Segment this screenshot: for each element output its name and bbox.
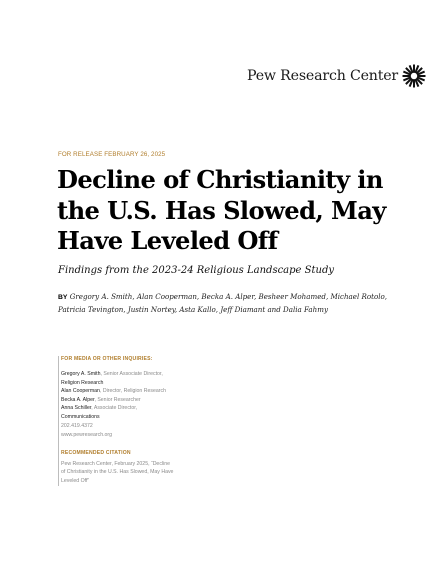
contact-name: Gregory A. Smith (61, 371, 101, 377)
contact-item: Gregory A. Smith, Senior Associate Direc… (61, 370, 194, 379)
logo-text: Pew Research Center (247, 68, 399, 84)
starburst-ray (403, 70, 412, 76)
title-line-1: Decline of Christianity in (57, 165, 383, 194)
starburst-ray (405, 77, 413, 85)
contact-name: Alan Cooperman (61, 388, 100, 395)
citation-text: Pew Research Center, February 2025, “Dec… (61, 460, 194, 486)
authors-line-1: Gregory A. Smith, Alan Cooperman, Becka … (69, 292, 388, 301)
contact-name: Anna Schiller (61, 405, 92, 412)
release-date: FOR RELEASE FEBRUARY 26, 2025 (58, 151, 166, 158)
starburst-ray (408, 78, 414, 88)
starburst-ray (414, 78, 420, 88)
title-line-2: the U.S. Has Slowed, May (57, 195, 386, 225)
starburst-ray (415, 77, 423, 85)
starburst-ray (408, 64, 414, 74)
contact-role: , Senior Associate Director, (100, 371, 163, 377)
contact-item: Alan Cooperman, Director, Religion Resea… (61, 387, 194, 396)
contact-item: Becka A. Alper, Senior Researcher (61, 396, 194, 405)
report-subtitle: Findings from the 2023-24 Religious Land… (58, 265, 334, 276)
contact-sidebar: FOR MEDIA OR OTHER INQUIRIES: Gregory A.… (58, 356, 194, 486)
byline-prefix: BY (58, 294, 68, 301)
byline: BY Gregory A. Smith, Alan Cooperman, Bec… (58, 291, 398, 316)
pew-logo[interactable]: Pew Research Center (247, 64, 426, 88)
starburst-ray (414, 64, 420, 74)
citation-line-1: Pew Research Center, February 2025, “Dec… (61, 460, 170, 467)
contact-role: , Senior Researcher (94, 396, 141, 403)
citation-heading: RECOMMENDED CITATION (61, 449, 131, 456)
contact-role: , Director, Religion Research (99, 388, 166, 395)
authors-line-2: Patricia Tevington, Justin Nortey, Asta … (58, 304, 328, 314)
starburst-ray (405, 67, 413, 75)
title-line-3: Have Leveled Off (57, 226, 278, 256)
citation-line-3: Leveled Off” (61, 477, 90, 484)
contact-role: , Associate Director, (91, 405, 138, 412)
starburst-ray (416, 70, 426, 76)
contact-item: Anna Schiller, Associate Director, (61, 404, 194, 413)
contact-name: Becka A. Alper (61, 396, 95, 403)
byline-line-1: BY Gregory A. Smith, Alan Cooperman, Bec… (58, 291, 398, 304)
website-link[interactable]: www.pewresearch.org (61, 432, 113, 439)
phone-number[interactable]: 202.419.4372 (61, 422, 93, 429)
starburst-icon (402, 64, 426, 88)
citation-line-2: of Christianity in the U.S. Has Slowed, … (61, 469, 174, 476)
media-inquiries-heading: FOR MEDIA OR OTHER INQUIRIES: (61, 356, 153, 362)
starburst-ray (403, 76, 412, 82)
contact-list: Gregory A. Smith, Senior Associate Direc… (61, 370, 194, 440)
report-title: Decline of Christianity in the U.S. Has … (57, 165, 407, 257)
contact-role-cont: Communications (61, 413, 100, 420)
starburst-ray (415, 67, 423, 75)
starburst-ray (416, 76, 426, 82)
contact-role-cont: Religion Research (61, 379, 104, 386)
